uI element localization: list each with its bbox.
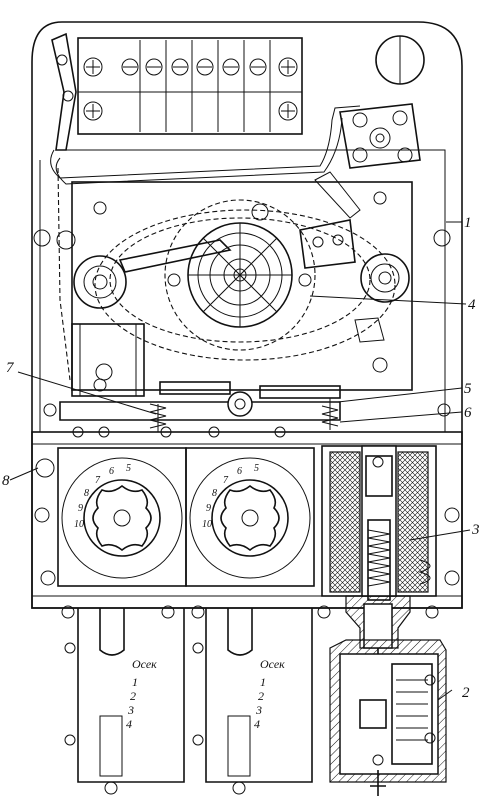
- section-table-row: 4: [254, 717, 260, 731]
- bracket-arm: [51, 32, 77, 151]
- mounting-screw: [33, 229, 460, 586]
- terminal-block: [77, 37, 303, 135]
- solenoid: [321, 445, 437, 601]
- dial-mark: 6: [237, 466, 242, 477]
- wire: [55, 117, 343, 185]
- gear-right: [360, 253, 410, 303]
- leader-lines: [9, 221, 471, 701]
- dial-mark: 10: [74, 519, 84, 530]
- callout-label: 2: [462, 685, 470, 701]
- callout-label: 3: [471, 522, 480, 538]
- dial-mark: 7: [223, 475, 229, 486]
- section-table-header: Осек: [132, 657, 157, 671]
- dial-mark: 8: [212, 488, 217, 499]
- callout-label: 4: [468, 297, 476, 313]
- wire: [50, 105, 361, 179]
- dial-mark: 6: [109, 466, 114, 477]
- dial-mark: 8: [84, 488, 89, 499]
- dial-mark: 10: [202, 519, 212, 530]
- dial-mark: 5: [126, 463, 131, 474]
- section-table-row: 4: [126, 717, 132, 731]
- roller: [227, 391, 253, 417]
- lever: [118, 239, 232, 273]
- plug-block-right: [192, 608, 313, 795]
- mechanism-plate: [71, 181, 413, 391]
- section-table-row: 3: [127, 703, 134, 717]
- dial-mark: 9: [206, 503, 211, 514]
- coil-left: [71, 323, 145, 397]
- gear-left: [73, 255, 127, 309]
- dial-unit-right: [185, 447, 315, 587]
- housing-plate: [31, 21, 463, 609]
- dial-mark: 9: [78, 503, 83, 514]
- plug-block-left: [64, 608, 185, 795]
- callout-label: 1: [464, 215, 472, 231]
- callout-label: 6: [464, 405, 472, 421]
- dial-mark: 5: [254, 463, 259, 474]
- terminal-screw: [83, 57, 298, 121]
- dial-mark: 7: [95, 475, 101, 486]
- lever: [299, 219, 356, 269]
- section-table-row: 1: [132, 675, 138, 689]
- lower-chassis: [31, 431, 463, 609]
- section-table-row: 1: [260, 675, 266, 689]
- callout-label: 5: [464, 381, 472, 397]
- dial-unit-left: [57, 447, 187, 587]
- switch-contacts: [359, 663, 436, 765]
- callout-label: 8: [2, 473, 10, 489]
- section-table-row: 3: [255, 703, 262, 717]
- section-table-row: 2: [130, 689, 136, 703]
- cam-wheel: [187, 222, 293, 328]
- contact-terminal: [339, 103, 421, 169]
- callout-label: 7: [6, 360, 15, 376]
- section-table-row: 2: [258, 689, 264, 703]
- spring: [149, 403, 339, 429]
- trip-bar: [59, 401, 341, 421]
- section-table-header: Осек: [260, 657, 285, 671]
